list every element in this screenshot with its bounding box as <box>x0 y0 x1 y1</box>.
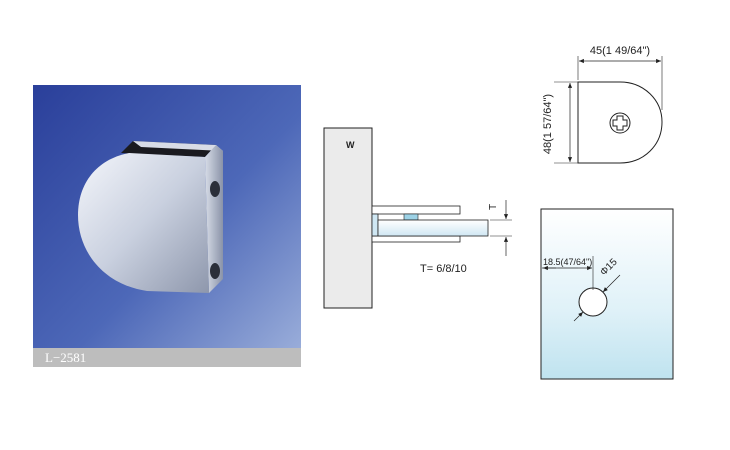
clamp-top <box>371 205 461 215</box>
clamp-back <box>371 213 379 237</box>
clamp-bottom <box>371 235 461 243</box>
glass-hole <box>578 287 608 317</box>
side-view: W T T= 6/8/10 <box>323 127 512 309</box>
top-view: 45(1 49/64") 48(1 57/64") <box>542 45 663 164</box>
width-dimension: 45(1 49/64") <box>590 45 650 57</box>
glass-clamp-photo <box>33 85 301 367</box>
thickness-label: T <box>488 204 499 210</box>
wall-block <box>323 127 373 309</box>
height-dimension: 48(1 57/64") <box>542 94 554 154</box>
thickness-options: T= 6/8/10 <box>420 263 467 275</box>
offset-dimension: 18.5(47/64") <box>543 257 592 267</box>
diameter-leader <box>611 274 621 284</box>
wall-label: W <box>346 140 355 150</box>
glass-sheet <box>540 208 674 380</box>
glass-hole-view: 18.5(47/64") Φ15 <box>540 208 674 380</box>
glass-panel <box>377 219 489 237</box>
product-photo: L−2581 <box>33 85 301 367</box>
phillips-screw-icon <box>609 112 631 134</box>
clamp-insert <box>403 213 419 221</box>
model-code-label: L−2581 <box>33 348 301 367</box>
